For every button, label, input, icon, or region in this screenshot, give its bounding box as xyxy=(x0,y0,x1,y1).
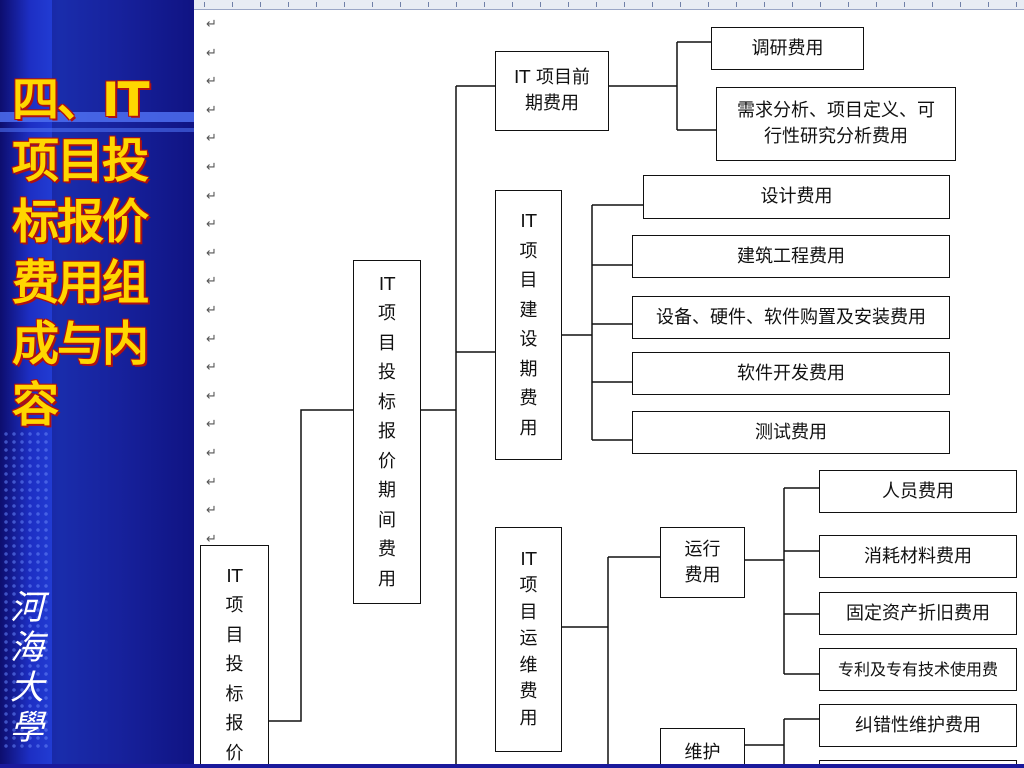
paragraph-mark-icon: ↵ xyxy=(206,388,217,404)
ruler-tick xyxy=(792,2,793,7)
connector-lines xyxy=(269,41,819,768)
slide-bottom-border xyxy=(0,764,1024,768)
ruler-tick xyxy=(652,2,653,7)
node-root: IT 项 目 投 标 报 价 xyxy=(200,545,269,768)
connector xyxy=(269,409,353,722)
ruler-tick xyxy=(708,2,709,7)
node-run-cost: 运行 费用 xyxy=(660,527,745,598)
ruler-tick xyxy=(428,2,429,7)
node-build-phase: IT 项 目 建 设 期 费 用 xyxy=(495,190,562,460)
ruler-tick xyxy=(764,2,765,7)
node-build-item: 设计费用 xyxy=(643,175,950,219)
ruler-tick xyxy=(456,2,457,7)
ruler-tick xyxy=(372,2,373,7)
paragraph-mark-icon: ↵ xyxy=(206,131,217,147)
paragraph-mark-icon: ↵ xyxy=(206,446,217,461)
paragraph-mark-icon: ↵ xyxy=(206,531,217,547)
slide-title: 四、IT项目投标报价费用组成与内容 xyxy=(12,73,150,433)
node-run-item: 消耗材料费用 xyxy=(819,535,1017,578)
node-run-item: 专利及专有技术使用费 xyxy=(819,648,1017,691)
ruler-tick xyxy=(960,2,961,7)
sidebar-dot-pattern xyxy=(2,430,50,750)
ruler-tick xyxy=(568,2,569,7)
slide-sidebar: 四、IT项目投标报价费用组成与内容 河海大學 xyxy=(0,0,194,768)
node-maint-item: 纠错性维护费用 xyxy=(819,704,1017,747)
horizontal-ruler xyxy=(194,0,1024,10)
ruler-tick xyxy=(232,2,233,7)
paragraph-mark-icon: ↵ xyxy=(206,188,217,204)
university-logo: 河海大學 xyxy=(10,588,44,748)
node-build-item: 建筑工程费用 xyxy=(632,235,950,278)
node-run-item: 人员费用 xyxy=(819,470,1017,513)
ruler-tick xyxy=(624,2,625,7)
ruler-tick xyxy=(820,2,821,7)
node-om-phase: IT 项 目 运 维 费 用 xyxy=(495,527,562,752)
paragraph-mark-icon: ↵ xyxy=(206,503,217,519)
ruler-tick xyxy=(260,2,261,7)
paragraph-mark-icon: ↵ xyxy=(206,17,217,32)
paragraph-mark-icon: ↵ xyxy=(206,274,217,290)
node-build-item: 软件开发费用 xyxy=(632,352,950,395)
sidebar-stripe xyxy=(0,112,194,122)
ruler-tick xyxy=(988,2,989,7)
ruler-tick xyxy=(512,2,513,7)
paragraph-mark-icon: ↵ xyxy=(206,474,217,490)
ruler-tick xyxy=(484,2,485,7)
node-pre-item: 调研费用 xyxy=(711,27,864,70)
node-pre-phase: IT 项目前 期费用 xyxy=(495,51,609,131)
ruler-tick xyxy=(204,2,205,7)
ruler-tick xyxy=(736,2,737,7)
node-bid-phase: IT 项 目 投 标 报 价 期 间 费 用 xyxy=(353,260,421,604)
ruler-tick xyxy=(344,2,345,7)
node-build-item: 设备、硬件、软件购置及安装费用 xyxy=(632,296,950,339)
ruler-tick xyxy=(596,2,597,7)
node-pre-item: 需求分析、项目定义、可 行性研究分析费用 xyxy=(716,87,956,161)
paragraph-mark-icon: ↵ xyxy=(206,160,217,175)
paragraph-mark-icon: ↵ xyxy=(206,417,217,433)
node-run-item: 固定资产折旧费用 xyxy=(819,592,1017,635)
document-page: ↵ ↵ ↵ ↵ ↵ ↵ ↵ ↵ ↵ ↵ ↵ ↵ ↵ ↵ ↵ ↵ ↵ ↵ ↵ xyxy=(194,0,1024,768)
ruler-tick xyxy=(1016,2,1017,7)
ruler-tick xyxy=(904,2,905,7)
ruler-tick xyxy=(288,2,289,7)
ruler-tick xyxy=(932,2,933,7)
paragraph-mark-icon: ↵ xyxy=(206,102,217,118)
sidebar-stripe xyxy=(0,128,194,132)
paragraph-mark-icon: ↵ xyxy=(206,45,217,61)
paragraph-mark-icon: ↵ xyxy=(206,303,217,318)
ruler-tick xyxy=(876,2,877,7)
paragraph-mark-icon: ↵ xyxy=(206,331,217,347)
paragraph-mark-icon: ↵ xyxy=(206,245,217,261)
node-build-item: 测试费用 xyxy=(632,411,950,454)
ruler-tick xyxy=(680,2,681,7)
node-maint-cost: 维护 xyxy=(660,728,745,768)
ruler-tick xyxy=(316,2,317,7)
ruler-tick xyxy=(848,2,849,7)
paragraph-mark-icon: ↵ xyxy=(206,360,217,376)
ruler-tick xyxy=(400,2,401,7)
paragraph-mark-icon: ↵ xyxy=(206,217,217,233)
paragraph-mark-icon: ↵ xyxy=(206,74,217,90)
ruler-tick xyxy=(540,2,541,7)
